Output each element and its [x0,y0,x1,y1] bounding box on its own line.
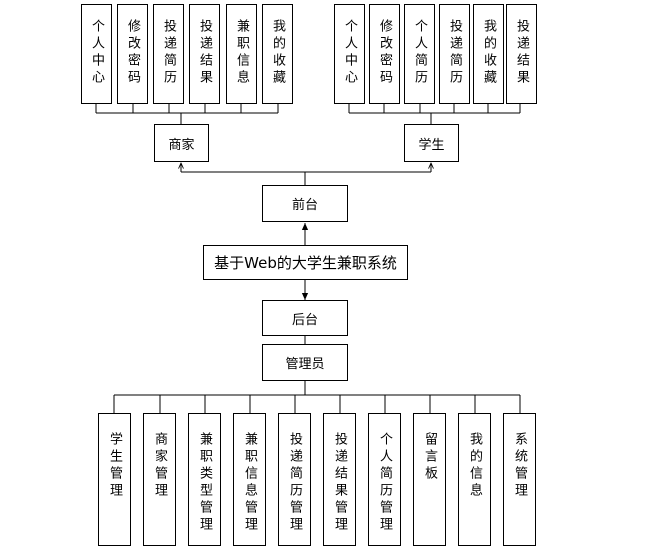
admin-module-label: 商家管理 [152,432,167,500]
admin-module-box: 个人简历管理 [368,413,401,546]
admin-module-box: 系统管理 [503,413,536,546]
admin-module-box: 留言板 [413,413,446,546]
student-feature-label: 个人中心 [342,19,357,87]
admin-module-box: 学生管理 [98,413,131,546]
admin-module-box: 投递简历管理 [278,413,311,546]
admin-module-label: 系统管理 [512,432,527,500]
merchant-feature-label: 兼职信息 [234,19,249,87]
student-feature-box: 个人中心 [334,4,365,104]
backend-box: 后台 [262,300,348,336]
merchant-feature-box: 投递简历 [153,4,184,104]
admin-module-label: 兼职类型管理 [197,432,212,534]
admin-module-box: 兼职类型管理 [188,413,221,546]
merchant-feature-label: 投递结果 [197,19,212,87]
merchant-feature-box: 兼职信息 [226,4,257,104]
admin-module-box: 商家管理 [143,413,176,546]
admin-module-box: 投递结果管理 [323,413,356,546]
backend-label: 后台 [291,312,318,328]
system-root-box: 基于Web的大学生兼职系统 [203,245,408,280]
student-feature-label: 投递结果 [514,19,529,87]
admin-module-label: 个人简历管理 [377,432,392,534]
admin-module-label: 学生管理 [107,432,122,500]
merchant-feature-label: 投递简历 [161,19,176,87]
system-title: 基于Web的大学生兼职系统 [214,254,397,272]
admin-module-label: 留言板 [422,432,437,483]
admin-label: 管理员 [285,357,325,372]
merchant-role-box: 商家 [154,124,209,162]
merchant-feature-box: 投递结果 [189,4,220,104]
admin-module-label: 兼职信息管理 [242,432,257,534]
student-feature-box: 投递简历 [439,4,470,104]
student-role-label: 学生 [418,137,445,153]
merchant-role-label: 商家 [168,137,195,153]
merchant-feature-label: 个人中心 [89,19,104,87]
admin-module-label: 我的信息 [467,432,482,500]
student-feature-box: 修改密码 [369,4,400,104]
frontend-label: 前台 [291,198,318,213]
student-feature-label: 个人简历 [412,19,427,87]
student-feature-label: 修改密码 [377,19,392,87]
student-feature-label: 我的收藏 [481,19,496,87]
admin-module-label: 投递简历管理 [287,432,302,534]
admin-module-box: 我的信息 [458,413,491,546]
admin-module-box: 兼职信息管理 [233,413,266,546]
frontend-box: 前台 [262,185,348,222]
student-feature-box: 投递结果 [506,4,537,104]
student-feature-label: 投递简历 [447,19,462,87]
merchant-feature-box: 个人中心 [81,4,112,104]
merchant-feature-label: 修改密码 [125,19,140,87]
admin-module-label: 投递结果管理 [332,432,347,534]
student-feature-box: 个人简历 [404,4,435,104]
merchant-feature-label: 我的收藏 [270,19,285,87]
merchant-feature-box: 我的收藏 [262,4,293,104]
merchant-feature-box: 修改密码 [117,4,148,104]
student-role-box: 学生 [404,124,459,162]
student-feature-box: 我的收藏 [473,4,504,104]
admin-box: 管理员 [262,344,348,381]
